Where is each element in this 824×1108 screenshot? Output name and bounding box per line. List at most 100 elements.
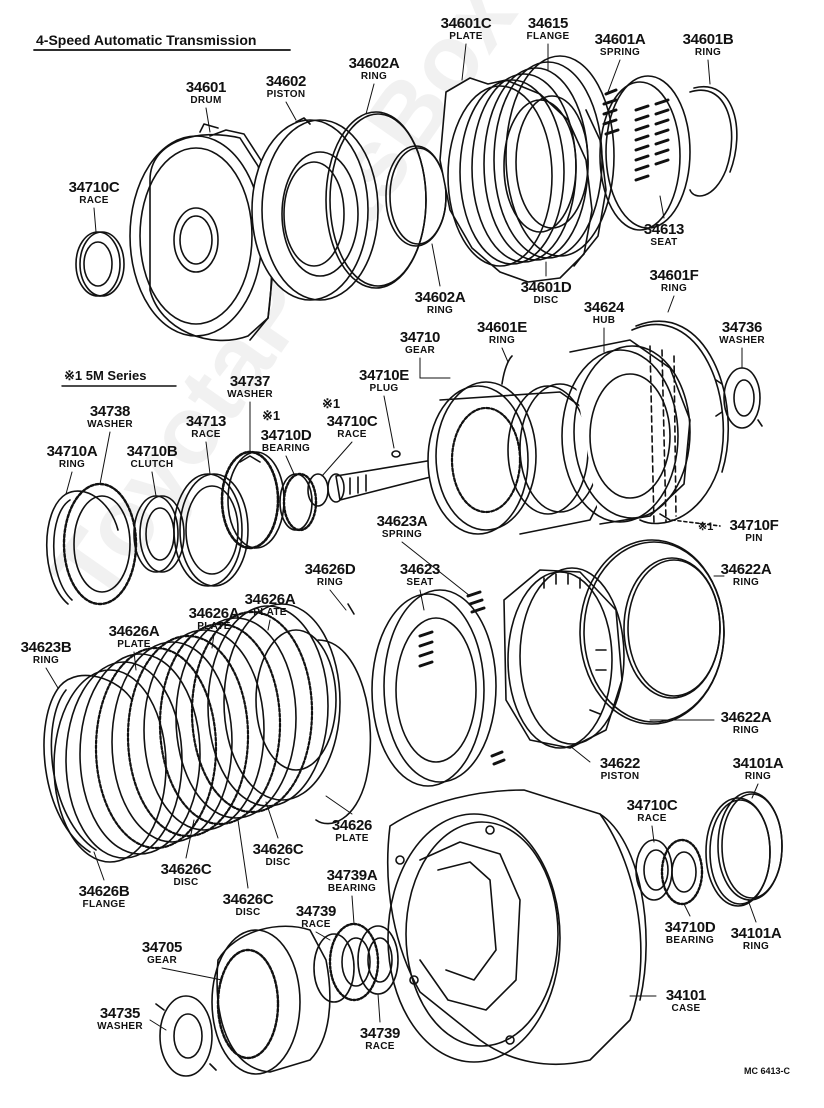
part-name: RING [742, 941, 770, 952]
clutch-pack-lower-drawing [53, 603, 341, 863]
part-name: SPRING [381, 529, 423, 540]
part-number: 34626A [244, 591, 296, 608]
part-number: 34601C [440, 15, 492, 32]
part-name: PISTON [600, 771, 640, 782]
gear-34705-drawing [211, 925, 331, 1075]
part-number: 34626C [252, 841, 304, 858]
part-number: 34710A [46, 443, 98, 460]
part-number: 34602A [348, 55, 400, 72]
part-number: 34705 [141, 939, 183, 956]
part-number: 34623 [399, 561, 441, 578]
part-name: RING [488, 335, 516, 346]
bearing-34710d-bottom-drawing [635, 838, 704, 906]
part-number: 34626C [222, 891, 274, 908]
race-34710c-top-drawing [75, 231, 125, 297]
part-name: SEAT [650, 237, 678, 248]
part-name: RACE [637, 813, 667, 824]
part-number: 34622A [720, 561, 772, 578]
part-name: RACE [191, 429, 221, 440]
part-name: DISC [265, 857, 291, 868]
part-number: 34710D [260, 427, 312, 444]
part-name: DRUM [190, 95, 222, 106]
part-name: RING [732, 577, 760, 588]
part-name: RING [32, 655, 60, 666]
ring-34622a-drawing [579, 539, 725, 725]
series-mark-34710c: ※1 [322, 396, 341, 411]
part-number: 34626A [108, 623, 160, 640]
part-number: 34101A [730, 925, 782, 942]
ring-34602a-drawing [325, 111, 447, 289]
ring-34710a-drawing [45, 490, 119, 605]
series-mark-34710d: ※1 [262, 408, 281, 423]
part-name: DISC [235, 907, 261, 918]
washer-34735-drawing [155, 995, 217, 1077]
part-number: 34613 [643, 221, 685, 238]
part-name: WASHER [227, 389, 273, 400]
ring-34601e-drawing [501, 355, 513, 385]
part-number: 34736 [721, 319, 763, 336]
part-number: 34710C [326, 413, 378, 430]
part-name: RING [316, 577, 344, 588]
part-number: 34626A [188, 605, 240, 622]
part-name: FLANGE [526, 31, 570, 42]
part-name: FLANGE [82, 899, 126, 910]
part-name: WASHER [719, 335, 765, 346]
part-name: BEARING [665, 935, 715, 946]
part-name: WASHER [87, 419, 133, 430]
ring-34101a-drawing [705, 791, 783, 907]
part-name: RACE [337, 429, 367, 440]
part-number: 34626D [304, 561, 356, 578]
part-number: 34710C [68, 179, 120, 196]
seat-34623-drawing [371, 589, 497, 787]
clutch-pack-top-drawing [439, 55, 615, 283]
race-34713-drawing [173, 473, 249, 587]
part-number: 34710B [126, 443, 178, 460]
pin-34710f-drawing [659, 513, 721, 527]
part-number: 34710 [399, 329, 441, 346]
part-number: 34739A [326, 867, 378, 884]
series-note: ※1 5M Series [64, 368, 147, 383]
series-mark-34710f: ※1 [698, 521, 714, 533]
part-name: RING [732, 725, 760, 736]
part-number: 34710C [626, 797, 678, 814]
part-name: GEAR [146, 955, 178, 966]
part-name: RING [694, 47, 722, 58]
part-number: 34626B [78, 883, 130, 900]
part-name: SPRING [599, 47, 641, 58]
part-number: 34623A [376, 513, 428, 530]
drum-34601-drawing [129, 123, 277, 342]
